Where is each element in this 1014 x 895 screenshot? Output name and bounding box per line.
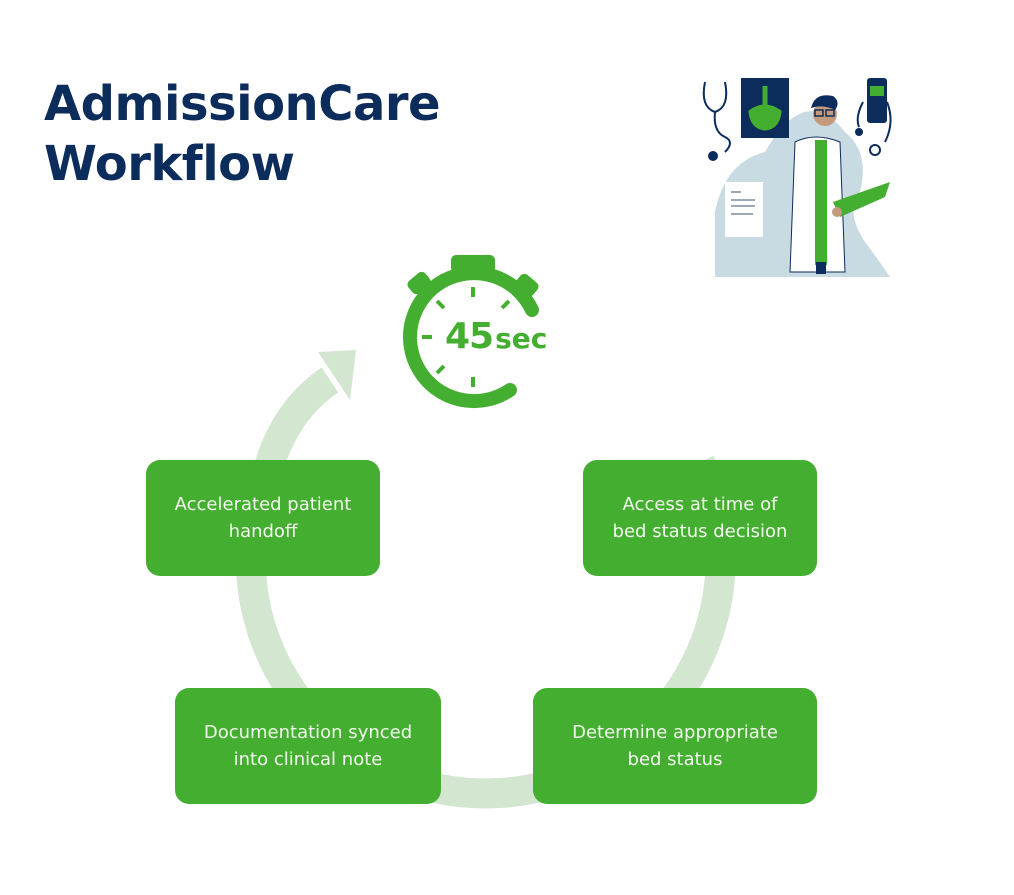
stopwatch-icon xyxy=(403,255,539,409)
step-2-line-2: bed status xyxy=(627,749,723,770)
stethoscope-icon xyxy=(702,81,731,161)
step-box-access: Access at time of bed status decision xyxy=(583,460,817,576)
step-3-line-1: Documentation synced xyxy=(203,722,413,743)
step-4-line-2: handoff xyxy=(228,521,298,542)
timer-label: 45sec xyxy=(445,316,547,357)
timer-value: 45 xyxy=(445,316,494,357)
step-1-line-1: Access at time of xyxy=(622,494,778,515)
document-icon xyxy=(725,182,763,237)
step-4-line-1: Accelerated patient xyxy=(174,494,352,515)
step-box-handoff: Accelerated patient handoff xyxy=(146,460,380,576)
step-1-line-2: bed status decision xyxy=(612,521,788,542)
step-3-line-2: into clinical note xyxy=(233,749,383,770)
step-box-determine: Determine appropriate bed status xyxy=(533,688,817,804)
arrowhead-icon xyxy=(318,350,356,400)
timer-unit: sec xyxy=(495,322,548,355)
step-2-line-1: Determine appropriate xyxy=(572,722,778,743)
doctor-illustration xyxy=(702,78,892,277)
clipboard-icon xyxy=(833,182,890,217)
title-line-2: Workflow xyxy=(44,136,295,192)
step-box-documentation: Documentation synced into clinical note xyxy=(175,688,441,804)
monitor-icon xyxy=(867,78,887,123)
title-line-1: AdmissionCare xyxy=(44,76,441,132)
page-title: AdmissionCare Workflow xyxy=(44,74,441,194)
